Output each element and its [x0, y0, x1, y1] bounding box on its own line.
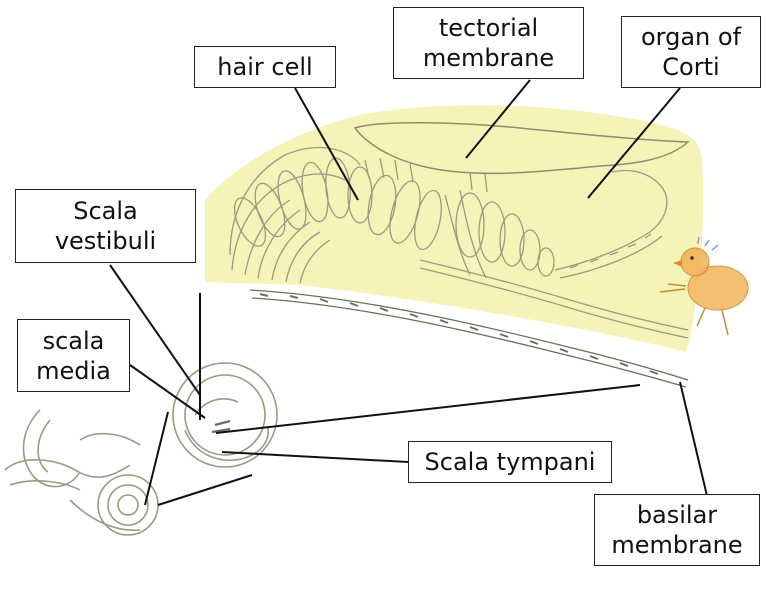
chick-body	[687, 265, 749, 311]
leader-hair-cell	[294, 87, 359, 201]
label-tectorial-membrane: tectorial membrane	[393, 7, 584, 79]
leader-basilar	[679, 381, 709, 501]
label-scala-tympani: Scala tympani	[408, 441, 612, 483]
label-hair-cell: hair cell	[194, 46, 336, 88]
chick-eye	[690, 256, 694, 260]
zoom-line-left	[144, 411, 169, 506]
label-basilar-membrane: basilar membrane	[594, 494, 760, 566]
corti-cells	[229, 147, 689, 339]
chick-legs	[659, 283, 729, 336]
leader-vestibuli	[109, 264, 201, 396]
basilar-membrane-band	[249, 289, 689, 388]
chick-head	[680, 247, 710, 277]
zoom-line-right	[215, 384, 641, 434]
chick-doodle	[659, 236, 749, 336]
leader-lines	[109, 79, 709, 506]
chick-beak	[673, 260, 682, 267]
leader-media	[129, 364, 206, 419]
leader-tectorial	[465, 79, 531, 159]
label-organ-of-corti: organ of Corti	[621, 16, 761, 88]
label-scala-media: scala media	[17, 319, 130, 392]
zoom-line-bottom	[157, 474, 253, 506]
leader-tympani	[221, 451, 409, 463]
leader-organ	[587, 87, 681, 199]
sweat-marks	[697, 236, 719, 251]
tectorial-membrane-shape	[353, 121, 690, 175]
label-scala-vestibuli: Scala vestibuli	[15, 189, 196, 263]
